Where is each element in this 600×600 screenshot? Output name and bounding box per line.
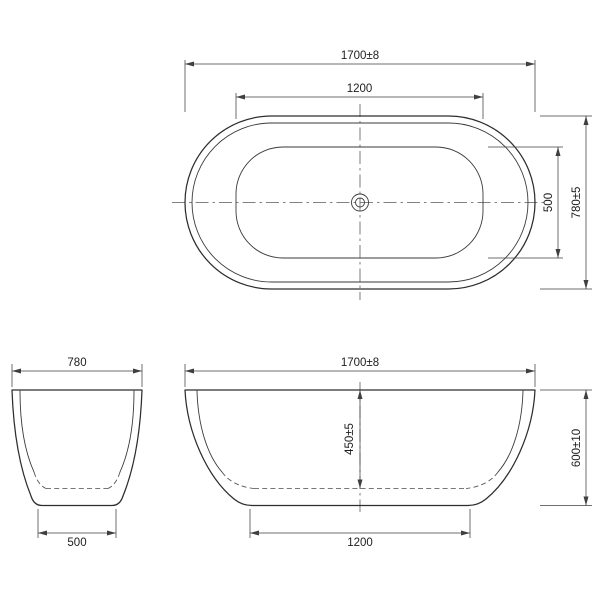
dim-front-height-overall: 600±10 [571, 429, 583, 467]
dim-top-width-overall: 780±5 [571, 187, 583, 219]
dim-end-width-bottom: 500 [67, 537, 86, 549]
end-view-hidden-wall-left [33, 471, 47, 489]
front-view-inner-wall-left [196, 390, 223, 473]
end-view-inner-wall-left [19, 390, 35, 473]
top-view: 1700±8 1200 500 780±5 [172, 50, 592, 300]
dim-top-length-basin: 1200 [347, 83, 373, 95]
front-view-hidden-wall-right [465, 471, 499, 489]
end-view-inner-wall-right [119, 390, 135, 473]
front-view-inner-wall-right [497, 390, 524, 473]
front-view-outer-profile [184, 389, 536, 507]
dim-front-length-overall: 1700±8 [341, 357, 379, 369]
front-view: 1700±8 450±5 600±10 1200 [184, 357, 592, 549]
end-view: 780 500 [11, 357, 143, 549]
tub-inner-rim [191, 122, 529, 283]
drain-outer-circle [351, 193, 369, 212]
front-view-hidden-wall-left [221, 471, 255, 489]
tub-outer-rim [184, 115, 536, 290]
dim-top-length-overall: 1700±8 [341, 50, 379, 62]
drain-inner-circle [355, 197, 365, 208]
end-view-outer-profile [11, 389, 143, 507]
tub-basin-edge [235, 146, 484, 259]
dim-front-depth-basin: 450±5 [344, 423, 356, 455]
dim-top-width-basin: 500 [543, 193, 555, 212]
dim-end-width-top: 780 [67, 357, 86, 369]
end-view-hidden-wall-right [107, 471, 121, 489]
dim-front-length-bottom: 1200 [347, 537, 373, 549]
